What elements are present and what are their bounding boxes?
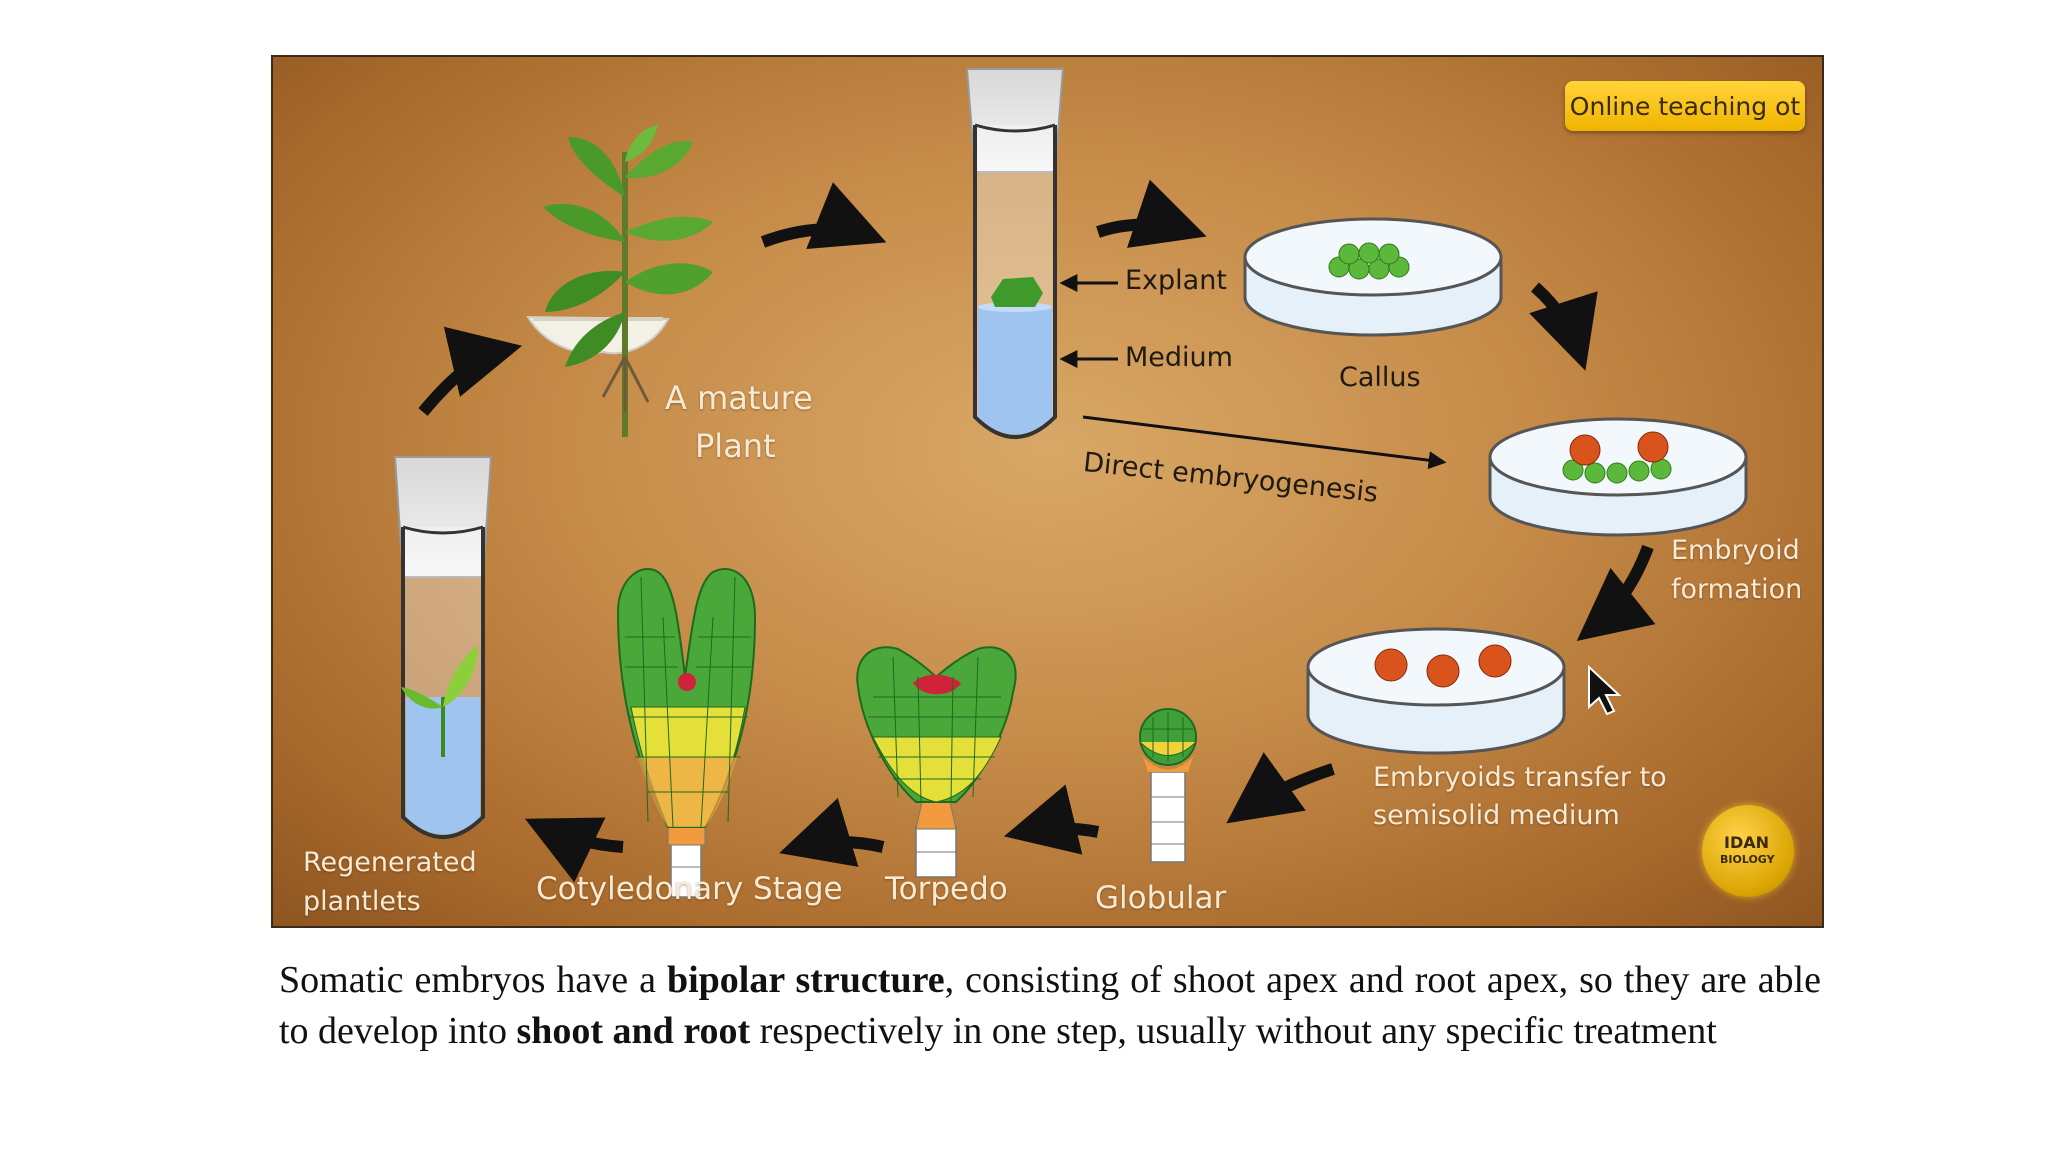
caption-text-2: , consisting of shoot apex and root apex… [279, 959, 1821, 1052]
embryoid-petri-dish-icon [1488, 417, 1748, 537]
arrow-plant-to-tube [760, 182, 887, 250]
channel-badge: Online teaching ot [1565, 81, 1805, 131]
caption-text-3: respectively in one step, usually withou… [750, 1010, 1717, 1052]
transfer-label-line2: semisolid medium [1373, 800, 1620, 831]
diagram-illustration [393, 68, 1748, 898]
arrow-tube-to-callus [1096, 179, 1207, 248]
diagram-figure: Online teaching ot A mature Plant Explan… [271, 55, 1824, 928]
embryoid-formation-label-line2: formation [1671, 574, 1803, 605]
channel-logo: IDAN BIOLOGY [1702, 805, 1794, 897]
cotyledonary-label: Cotyledonary Stage [536, 871, 843, 907]
medium-label: Medium [1125, 342, 1233, 373]
mature-plant-icon [526, 125, 713, 437]
logo-text-line1: IDAN [1724, 833, 1770, 852]
embryoid-formation-label-line1: Embryoid [1671, 535, 1800, 566]
arrow-cotyledonary-to-tube [525, 817, 624, 883]
arrow-embryoid-to-transfer [1576, 544, 1656, 641]
arrow-tube-to-plant [418, 326, 523, 416]
logo-text-line2: BIOLOGY [1720, 853, 1775, 866]
caption-paragraph: Somatic embryos have a bipolar structure… [279, 955, 1821, 1057]
arrow-transfer-to-globular [1226, 752, 1335, 824]
explant-label: Explant [1125, 265, 1227, 296]
caption-bold-2: shoot and root [516, 1010, 751, 1052]
caption-bold-1: bipolar structure [666, 959, 945, 1001]
mature-plant-label-line2: Plant [695, 427, 776, 465]
mature-plant-label-line1: A mature [665, 379, 813, 417]
regenerated-label-line2: plantlets [303, 886, 421, 917]
globular-label: Globular [1095, 880, 1227, 916]
transfer-label-line1: Embryoids transfer to [1373, 762, 1667, 793]
caption-text-1: Somatic embryos have a [279, 959, 667, 1001]
arrow-torpedo-to-cotyledonary [779, 797, 885, 867]
explant-test-tube-icon [965, 68, 1065, 439]
callus-label: Callus [1339, 362, 1421, 393]
direct-embryogenesis-arrow [1082, 415, 1447, 470]
arrow-callus-to-embryoid [1529, 282, 1598, 371]
mouse-cursor-icon [1588, 664, 1622, 716]
globular-embryo-icon [1139, 708, 1197, 863]
arrow-globular-to-torpedo [1003, 784, 1100, 855]
regenerated-plantlet-tube-icon [393, 456, 493, 839]
callus-petri-dish-icon [1243, 217, 1503, 337]
cotyledonary-embryo-icon [616, 567, 757, 898]
transfer-petri-dish-icon [1306, 627, 1566, 755]
regenerated-label-line1: Regenerated [303, 847, 477, 878]
torpedo-embryo-icon [856, 646, 1017, 878]
torpedo-label: Torpedo [885, 871, 1008, 907]
